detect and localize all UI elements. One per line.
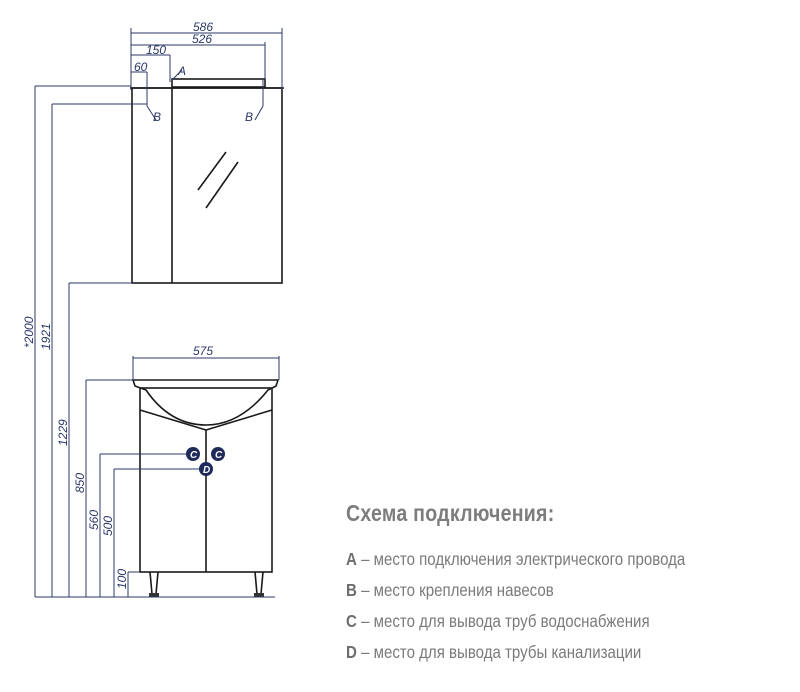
dim-1229: 1229 — [56, 419, 70, 446]
dim-2000: *2000 — [22, 316, 36, 348]
marker-d: D — [199, 462, 213, 476]
marker-c-left: C — [186, 447, 200, 461]
vanity-cabinet — [131, 379, 280, 597]
legend-title: Схема подключения: — [346, 500, 555, 526]
dim-526: 526 — [192, 32, 212, 46]
dim-60: 60 — [134, 60, 148, 74]
dim-100: 100 — [115, 569, 129, 589]
connection-legend: Схема подключения: A – место подключения… — [346, 500, 740, 673]
dim-500: 500 — [101, 516, 115, 536]
marker-b-right: B — [245, 110, 253, 124]
dimension-lines — [34, 28, 283, 598]
legend-item-c: C – место для вывода труб водоснабжения — [346, 611, 650, 631]
legend-item-b: B – место крепления навесов — [346, 580, 554, 600]
svg-text:D: D — [203, 465, 210, 476]
dim-150: 150 — [146, 43, 166, 57]
svg-text:C: C — [215, 450, 223, 461]
svg-text:C: C — [190, 450, 198, 461]
legend-item-d: D – место для вывода трубы канализации — [346, 642, 642, 662]
mirror-cabinet — [130, 78, 284, 284]
dim-575: 575 — [193, 344, 213, 358]
dim-1921: 1921 — [39, 323, 53, 350]
dim-850: 850 — [73, 473, 87, 493]
marker-b-left: B — [153, 110, 161, 124]
dim-586: 586 — [193, 20, 213, 34]
dim-560: 560 — [87, 510, 101, 530]
marker-a: A — [177, 64, 186, 78]
legend-item-a: A – место подключения электрического про… — [346, 549, 686, 569]
marker-c-right: C — [211, 447, 225, 461]
